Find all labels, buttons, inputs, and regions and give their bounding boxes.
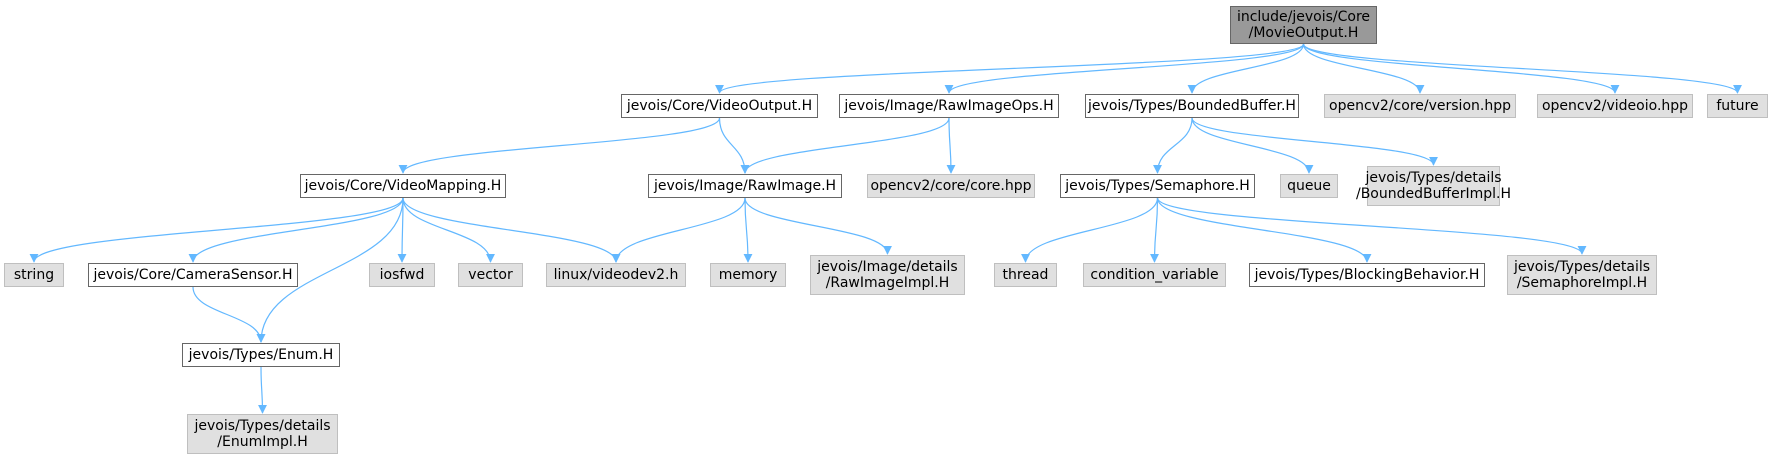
edge-root-to-future [1302,43,1742,94]
node-enum[interactable]: jevois/Types/Enum.H [182,343,340,367]
node-label: condition_variable [1090,267,1219,283]
edge-bounded_buffer-to-bounded_buffer_impl [1191,117,1438,166]
edge-video_mapping-to-camera_sensor [188,197,404,263]
node-label: string [13,267,55,283]
node-label: jevois/Types/Semaphore.H [1065,178,1250,194]
node-label: jevois/Types/BoundedBuffer.H [1088,98,1296,114]
node-label: queue [1287,178,1331,194]
edge-root-to-opencv_version [1302,43,1425,94]
node-bounded-buffer[interactable]: jevois/Types/BoundedBuffer.H [1085,94,1299,118]
node-video-output[interactable]: jevois/Core/VideoOutput.H [621,94,818,118]
node-enum-impl[interactable]: jevois/Types/details /EnumImpl.H [187,414,338,454]
edge-semaphore-to-condition_variable [1150,197,1160,263]
node-label: jevois/Types/details [1513,259,1651,275]
edge-enum-to-enum_impl [257,366,267,414]
node-videodev2[interactable]: linux/videodev2.h [546,263,686,287]
node-semaphore-impl[interactable]: jevois/Types/details /SemaphoreImpl.H [1507,255,1657,295]
node-label: /BoundedBufferImpl.H [1355,186,1512,202]
node-semaphore[interactable]: jevois/Types/Semaphore.H [1060,174,1255,198]
edge-root-to-bounded_buffer [1187,43,1305,94]
edge-semaphore-to-semaphore_impl [1156,197,1587,255]
node-opencv-version[interactable]: opencv2/core/version.hpp [1324,94,1516,118]
node-label: jevois/Types/Enum.H [188,347,334,363]
node-label: iosfwd [379,267,425,283]
edge-raw_image-to-videodev2 [611,197,746,263]
node-label: thread [1002,267,1049,283]
node-queue[interactable]: queue [1280,174,1338,198]
edge-video_mapping-to-string [29,197,404,263]
node-label: /SemaphoreImpl.H [1516,275,1648,291]
node-video-mapping[interactable]: jevois/Core/VideoMapping.H [300,174,506,198]
node-label: future [1716,98,1759,114]
node-label: linux/videodev2.h [553,267,679,283]
node-condition-variable[interactable]: condition_variable [1083,263,1226,287]
node-opencv-videoio[interactable]: opencv2/videoio.hpp [1537,94,1693,118]
node-label: jevois/Core/VideoOutput.H [626,98,813,114]
edge-video_output-to-raw_image [718,117,750,174]
node-opencv-core[interactable]: opencv2/core/core.hpp [867,174,1035,198]
node-label: jevois/Types/BlockingBehavior.H [1254,267,1480,283]
node-label: jevois/Image/details [817,259,958,275]
node-memory[interactable]: memory [710,263,786,287]
node-bounded-buffer-impl[interactable]: jevois/Types/details /BoundedBufferImpl.… [1356,166,1511,206]
node-iosfwd[interactable]: iosfwd [369,263,435,287]
edge-video_mapping-to-enum [256,197,404,343]
edge-raw_image-to-raw_image_impl [744,197,892,255]
edge-raw_image-to-memory [743,197,753,263]
node-label: jevois/Image/RawImageOps.H [844,98,1054,114]
node-label: memory [718,267,778,283]
node-label: jevois/Types/details [1365,170,1502,186]
edge-raw_image_ops-to-raw_image [740,117,950,174]
node-thread[interactable]: thread [994,263,1057,287]
edge-video_mapping-to-iosfwd [397,197,407,263]
node-label: opencv2/core/core.hpp [870,178,1032,194]
edge-video_mapping-to-videodev2 [402,197,621,263]
node-movie-output-root[interactable]: include/jevois/Core /MovieOutput.H [1230,6,1377,44]
edge-root-to-raw_image_ops [944,43,1305,94]
edge-semaphore-to-blocking_behavior [1156,197,1372,263]
node-label: /MovieOutput.H [1248,25,1359,41]
edge-video_output-to-video_mapping [398,117,721,174]
edge-bounded_buffer-to-queue [1191,117,1314,174]
node-label: jevois/Image/RawImage.H [653,178,837,194]
node-label: opencv2/videoio.hpp [1541,98,1689,114]
node-camera-sensor[interactable]: jevois/Core/CameraSensor.H [88,263,298,287]
node-label: jevois/Types/details [194,418,331,434]
edge-root-to-video_output [715,43,1305,94]
node-vector[interactable]: vector [458,263,523,287]
node-label: include/jevois/Core [1236,9,1371,25]
node-raw-image-impl[interactable]: jevois/Image/details /RawImageImpl.H [810,255,965,295]
node-label: /EnumImpl.H [217,434,308,450]
node-future[interactable]: future [1707,94,1768,118]
node-label: vector [468,267,513,283]
edge-root-to-opencv_videoio [1302,43,1620,94]
node-blocking-behavior[interactable]: jevois/Types/BlockingBehavior.H [1249,263,1485,287]
edge-video_mapping-to-vector [402,197,495,263]
node-raw-image-ops[interactable]: jevois/Image/RawImageOps.H [839,94,1059,118]
node-label: jevois/Core/CameraSensor.H [93,267,293,283]
edge-raw_image_ops-to-opencv_core [946,117,956,174]
node-string[interactable]: string [4,263,64,287]
node-label: jevois/Core/VideoMapping.H [304,178,502,194]
node-label: /RawImageImpl.H [825,275,950,291]
edge-camera_sensor-to-enum [192,286,266,343]
edge-bounded_buffer-to-semaphore [1153,117,1193,174]
node-raw-image[interactable]: jevois/Image/RawImage.H [648,174,842,198]
edge-semaphore-to-thread [1021,197,1159,263]
node-label: opencv2/core/version.hpp [1329,98,1511,114]
